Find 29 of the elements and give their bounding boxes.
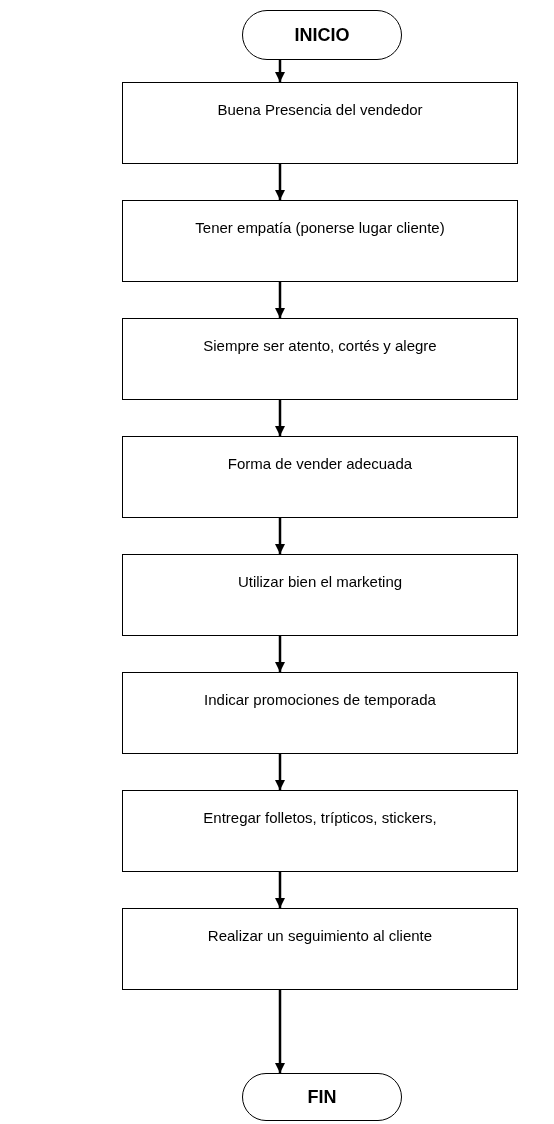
node-label: Utilizar bien el marketing bbox=[236, 573, 404, 590]
node-label: Tener empatía (ponerse lugar cliente) bbox=[194, 219, 446, 236]
node-label: Indicar promociones de temporada bbox=[203, 691, 437, 708]
terminal-shape bbox=[242, 1073, 402, 1121]
node-label: Realizar un seguimiento al cliente bbox=[206, 927, 434, 944]
process-box bbox=[122, 554, 518, 636]
terminal-shape bbox=[242, 10, 402, 60]
process-box bbox=[122, 790, 518, 872]
arrow bbox=[275, 990, 285, 1073]
process-box bbox=[122, 200, 518, 282]
arrow bbox=[275, 754, 285, 790]
node-label: FIN bbox=[307, 1086, 337, 1108]
arrow bbox=[275, 518, 285, 554]
arrow bbox=[275, 60, 285, 82]
arrow bbox=[275, 872, 285, 908]
process-box bbox=[122, 318, 518, 400]
node-label: Siempre ser atento, cortés y alegre bbox=[202, 337, 438, 354]
node-label: INICIO bbox=[294, 24, 350, 46]
node-label: Forma de vender adecuada bbox=[226, 455, 414, 472]
node-label: Entregar folletos, trípticos, stickers, bbox=[202, 809, 438, 826]
node-label: Buena Presencia del vendedor bbox=[216, 101, 424, 118]
arrow bbox=[275, 164, 285, 200]
process-box bbox=[122, 82, 518, 164]
process-box bbox=[122, 672, 518, 754]
arrow bbox=[275, 636, 285, 672]
process-box bbox=[122, 908, 518, 990]
arrow bbox=[275, 282, 285, 318]
arrow bbox=[275, 400, 285, 436]
process-box bbox=[122, 436, 518, 518]
